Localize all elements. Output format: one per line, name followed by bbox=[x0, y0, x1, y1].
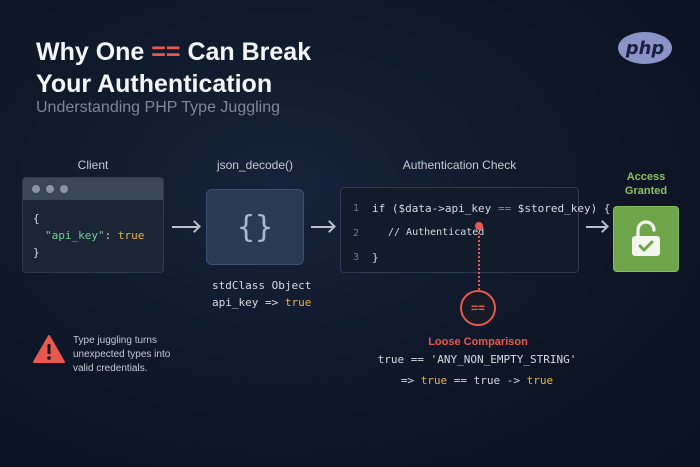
json-decode-label: json_decode() bbox=[216, 158, 294, 172]
line-number: 3 bbox=[353, 252, 360, 263]
title-text-2: Can Break bbox=[180, 38, 312, 66]
decode-output-value: true bbox=[284, 296, 312, 309]
arrow-right-icon bbox=[311, 226, 333, 228]
title-text-3: Your Authentication bbox=[36, 70, 273, 98]
window-dot-icon bbox=[60, 185, 68, 193]
decode-output-line1: stdClass Object bbox=[212, 279, 312, 292]
code-close-brace: } bbox=[372, 251, 379, 264]
php-logo: php bbox=[618, 32, 672, 64]
warning-text: Type juggling turns unexpected types int… bbox=[73, 335, 171, 374]
loose-line2-mid: == true -> bbox=[447, 374, 527, 387]
loose-example-line1: true == 'ANY_NON_EMPTY_STRING' bbox=[377, 353, 577, 366]
loose-line2-b: true bbox=[526, 374, 554, 387]
page-title: Why One == Can Break Your Authentication bbox=[36, 36, 311, 100]
loose-connector-line bbox=[478, 224, 480, 290]
decode-output-line2: api_key => true bbox=[212, 294, 311, 311]
code-line-if: if ($data->api_key == $stored_key) { bbox=[372, 202, 610, 215]
line-number: 1 bbox=[353, 203, 360, 214]
arrow-right-icon bbox=[172, 226, 198, 228]
loose-operator-badge: == bbox=[460, 290, 496, 326]
loose-connector-pin bbox=[475, 222, 483, 230]
loose-comparison-title: Loose Comparison bbox=[428, 336, 528, 348]
arrow-right-icon bbox=[586, 226, 606, 228]
warning-triangle-icon bbox=[32, 334, 66, 369]
code-value: true bbox=[117, 229, 145, 242]
code-if-post: $stored_key) { bbox=[511, 202, 611, 215]
auth-check-label: Authentication Check bbox=[402, 158, 517, 172]
title-text-1: Why One bbox=[36, 38, 152, 66]
decode-output-key: api_key => bbox=[212, 296, 285, 309]
title-operator: == bbox=[151, 38, 181, 66]
code-line-api-key: "api_key": true bbox=[33, 227, 153, 244]
code-brace-open: { bbox=[33, 212, 40, 225]
loose-line2-a: true bbox=[420, 374, 448, 387]
auth-code-panel: 1 if ($data->api_key == $stored_key) { 2… bbox=[340, 187, 610, 273]
code-colon: : bbox=[104, 229, 118, 242]
access-granted-label: Access Granted bbox=[606, 170, 686, 198]
loose-line2-prefix: => bbox=[400, 374, 421, 387]
loose-example-line2: => true == true -> true bbox=[340, 374, 614, 387]
unlocked-padlock-check-icon bbox=[632, 220, 660, 256]
access-label-line1: Access bbox=[626, 171, 666, 183]
window-dot-icon bbox=[46, 185, 54, 193]
code-key: "api_key" bbox=[45, 229, 105, 242]
decode-output: stdClass Object api_key => true bbox=[212, 277, 311, 311]
line-number: 2 bbox=[353, 228, 360, 239]
window-dot-icon bbox=[32, 185, 40, 193]
code-brace-close: } bbox=[33, 246, 40, 259]
code-if-pre: if ($data->api_key bbox=[372, 202, 498, 215]
client-window-titlebar bbox=[23, 178, 163, 200]
client-json-code: { "api_key": true } bbox=[23, 200, 163, 271]
access-granted-box bbox=[613, 206, 679, 272]
client-label: Client bbox=[77, 158, 109, 172]
access-label-line2: Granted bbox=[624, 185, 668, 197]
json-decode-box: {} bbox=[206, 189, 304, 265]
curly-braces-icon: {} bbox=[236, 209, 274, 245]
page-subtitle: Understanding PHP Type Juggling bbox=[36, 99, 281, 116]
code-loose-operator: == bbox=[497, 202, 512, 215]
code-comment: // Authenticated bbox=[388, 227, 485, 238]
client-window: { "api_key": true } bbox=[22, 177, 164, 273]
